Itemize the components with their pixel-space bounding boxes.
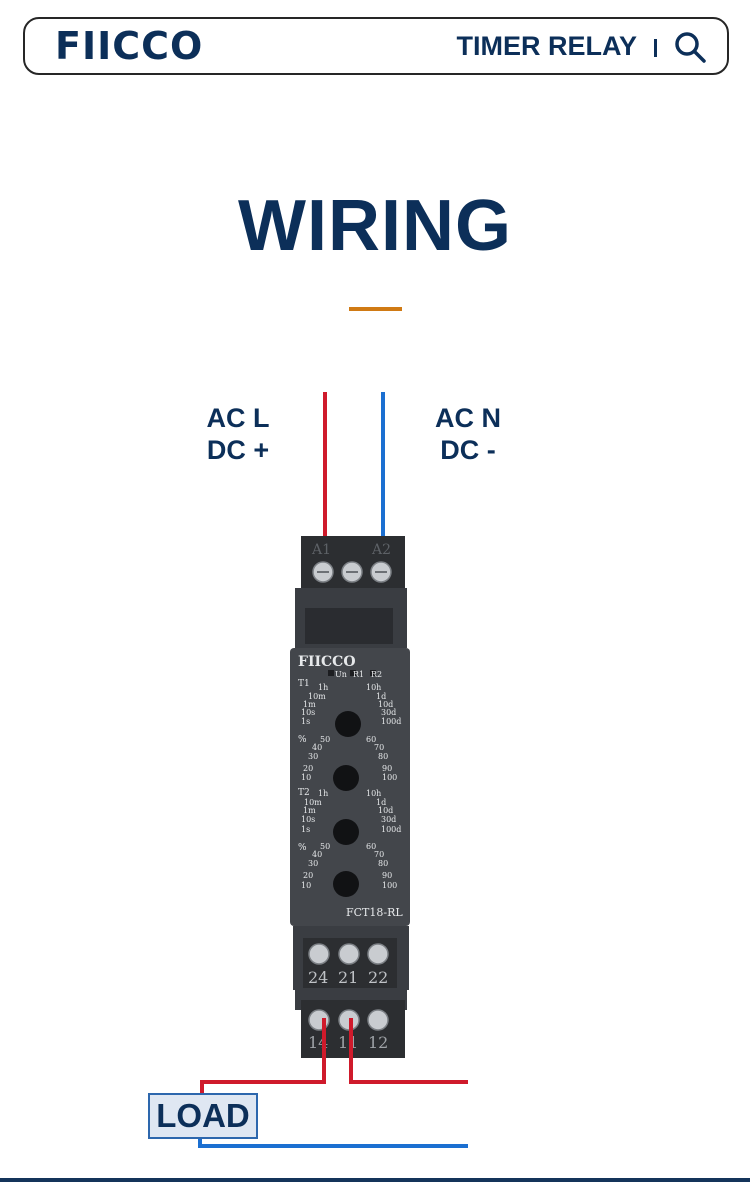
terminal-11-label: 11 (338, 1033, 358, 1052)
indicator-r2: R2 (371, 670, 382, 679)
terminal-12-label: 12 (368, 1033, 388, 1052)
title-accent-divider (349, 307, 402, 311)
svg-text:100: 100 (382, 773, 397, 782)
svg-text:10m: 10m (304, 798, 322, 807)
top-nav-bar: FIICCO TIMER RELAY (23, 17, 729, 75)
wire-load-rise (198, 1138, 202, 1148)
svg-text:30: 30 (308, 752, 318, 761)
wire-14-down (322, 1018, 326, 1084)
knob2 (333, 765, 359, 791)
terminal-22-label: 22 (368, 968, 388, 987)
page-title: WIRING (238, 186, 512, 266)
svg-text:1s: 1s (301, 717, 310, 726)
svg-text:20: 20 (303, 764, 313, 773)
svg-text:%: % (298, 735, 307, 745)
svg-text:10: 10 (301, 881, 311, 890)
wire-14-to-load (200, 1080, 326, 1084)
indicator-un: Un (335, 670, 347, 679)
svg-text:50: 50 (320, 842, 330, 851)
svg-text:40: 40 (312, 743, 322, 752)
svg-text:1h: 1h (318, 683, 328, 692)
nav-title[interactable]: TIMER RELAY (456, 31, 637, 61)
svg-text:1s: 1s (301, 825, 310, 834)
svg-text:20: 20 (303, 871, 313, 880)
terminal-a1-label: A1 (311, 542, 331, 558)
load-box: LOAD (148, 1093, 258, 1139)
svg-text:40: 40 (312, 850, 322, 859)
knob1-label: T1 (298, 679, 310, 689)
svg-text:10s: 10s (301, 815, 315, 824)
terminal-24-label: 24 (308, 968, 328, 987)
knob1 (335, 711, 361, 737)
svg-text:1m: 1m (303, 806, 316, 815)
svg-text:30: 30 (308, 859, 318, 868)
relay-model: FCT18-RL (346, 906, 403, 919)
svg-text:10h: 10h (366, 789, 381, 798)
svg-text:1h: 1h (318, 789, 328, 798)
supply-label-left: AC L DC + (178, 402, 298, 466)
svg-text:90: 90 (382, 764, 392, 773)
svg-text:50: 50 (320, 735, 330, 744)
svg-text:T2: T2 (298, 788, 310, 798)
svg-text:10d: 10d (378, 806, 393, 815)
svg-text:1d: 1d (376, 692, 386, 701)
wire-14-load-drop (200, 1080, 204, 1094)
svg-text:1m: 1m (303, 700, 316, 709)
knob3 (333, 819, 359, 845)
relay-brand: FIICCO (298, 654, 356, 670)
supply-label-right: AC N DC - (408, 402, 528, 466)
wire-a1-red (323, 392, 327, 572)
svg-text:10d: 10d (378, 700, 393, 709)
wire-a2-blue (381, 392, 385, 572)
terminal-a2-label: A2 (371, 542, 391, 558)
svg-text:10: 10 (301, 773, 311, 782)
svg-text:10s: 10s (301, 708, 315, 717)
svg-text:100d: 100d (381, 717, 401, 726)
left-label-line1: AC L (206, 403, 270, 433)
svg-text:100: 100 (382, 881, 397, 890)
wire-11-out (349, 1080, 468, 1084)
wire-neutral-return (198, 1144, 468, 1148)
right-label-line1: AC N (435, 403, 501, 433)
search-icon[interactable] (673, 30, 707, 64)
svg-text:80: 80 (378, 859, 388, 868)
timer-relay-device: A1 A2 FIICCO Un R1 R2 T1 1h 10m 1m 10s 1… (290, 536, 410, 1058)
svg-text:70: 70 (374, 850, 384, 859)
svg-text:70: 70 (374, 743, 384, 752)
indicator-r1: R1 (353, 670, 364, 679)
svg-text:30d: 30d (381, 708, 396, 717)
svg-text:10h: 10h (366, 683, 381, 692)
knob4 (333, 871, 359, 897)
svg-text:30d: 30d (381, 815, 396, 824)
nav-separator (654, 39, 657, 57)
svg-text:%: % (298, 843, 307, 853)
wire-11-down (349, 1018, 353, 1084)
terminal-21-label: 21 (338, 968, 358, 987)
svg-text:10m: 10m (308, 692, 326, 701)
left-label-line2: DC + (206, 435, 270, 465)
svg-text:60: 60 (366, 735, 376, 744)
brand-logo[interactable]: FIICCO (55, 24, 204, 68)
svg-text:100d: 100d (381, 825, 401, 834)
svg-text:90: 90 (382, 871, 392, 880)
right-label-line2: DC - (440, 435, 496, 465)
svg-text:80: 80 (378, 752, 388, 761)
svg-text:60: 60 (366, 842, 376, 851)
bottom-divider (0, 1178, 750, 1182)
top-screws (312, 561, 392, 583)
svg-text:1d: 1d (376, 798, 386, 807)
